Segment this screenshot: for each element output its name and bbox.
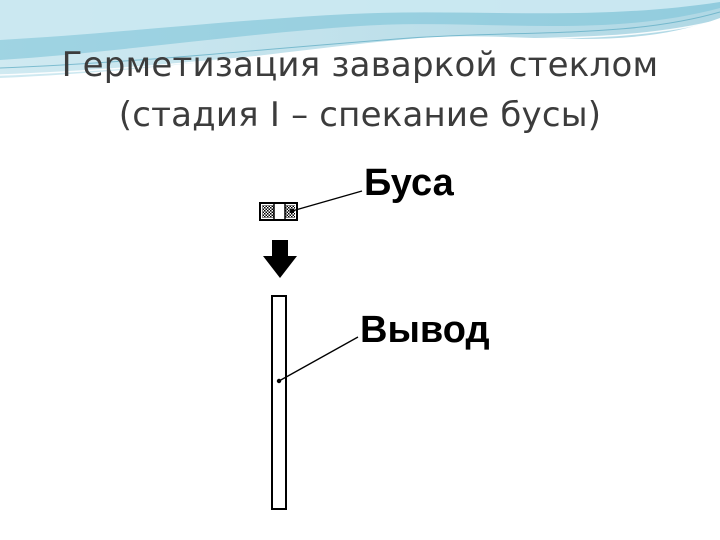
lead-wire: [271, 295, 287, 510]
slide-title-line-1: Герметизация заваркой стеклом: [61, 45, 659, 85]
bead-leader-dot: [290, 209, 294, 213]
diagram-panel: [175, 150, 545, 540]
down-arrow-icon: [263, 240, 297, 278]
bead-leader-line: [291, 190, 363, 212]
lead-leader-dot: [276, 378, 282, 384]
header-wave-decoration: [0, 0, 720, 78]
slide-title: Герметизация заваркой стеклом (стадия I …: [0, 40, 720, 140]
lead-label: Вывод: [360, 309, 490, 351]
lead-leader-line: [278, 336, 359, 382]
glass-bead: [259, 202, 298, 221]
slide-title-line-2: (стадия I – спекание бусы): [118, 95, 602, 135]
bead-label: Буса: [364, 162, 455, 204]
